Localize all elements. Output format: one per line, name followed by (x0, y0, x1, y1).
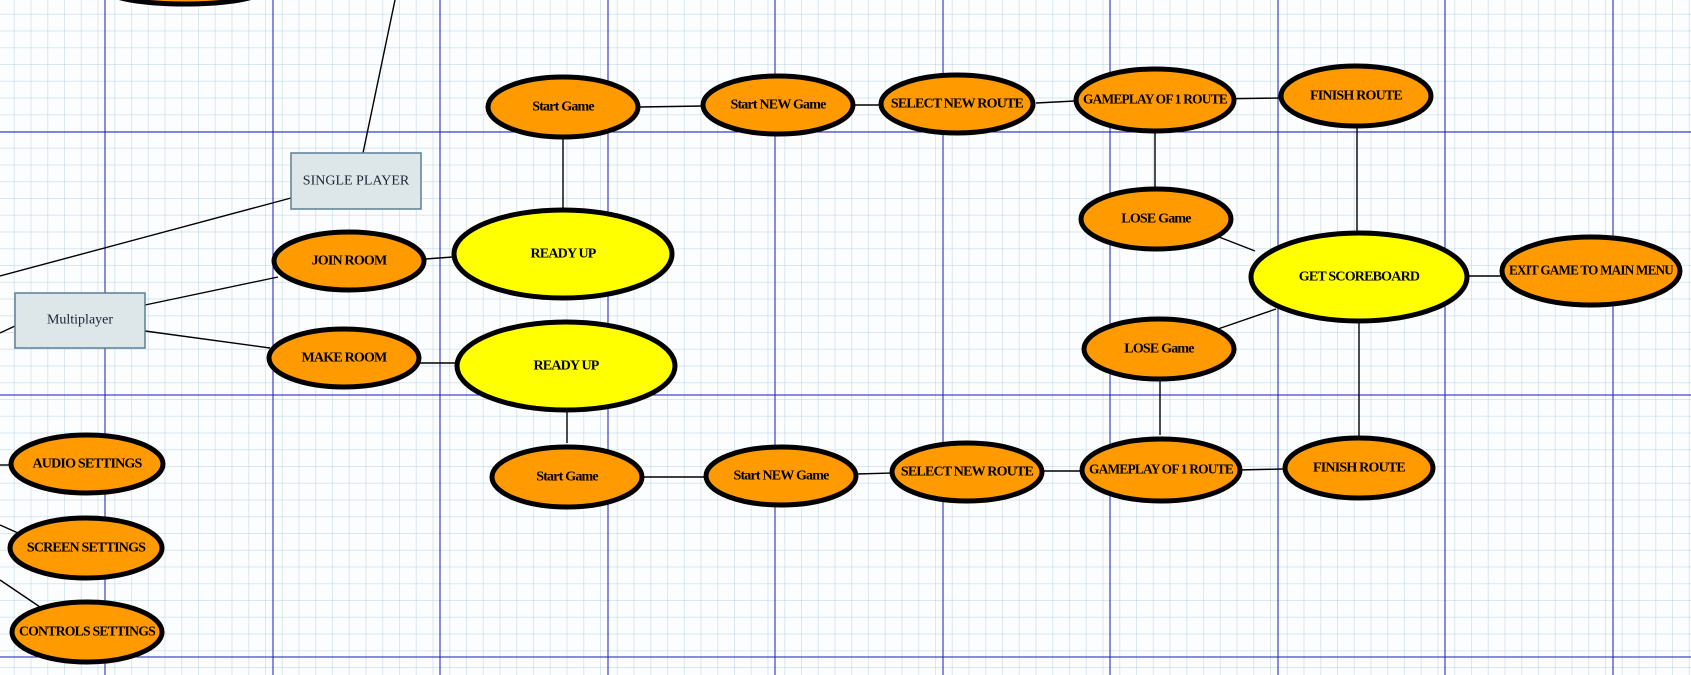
audio-settings-label: AUDIO SETTINGS (32, 457, 142, 472)
start-new-game-top-shape (700, 73, 856, 137)
select-route-top-label: SELECT NEW ROUTE (891, 97, 1024, 112)
start-new-game-bottom-node[interactable]: Start NEW Game (703, 444, 859, 508)
exit-game-label: EXIT GAME TO MAIN MENU (1509, 264, 1674, 279)
gameplay-top-node[interactable]: GAMEPLAY OF 1 ROUTE (1073, 66, 1237, 134)
select-route-bottom-node[interactable]: SELECT NEW ROUTE (889, 440, 1045, 504)
multiplayer-rect (14, 292, 146, 349)
connector-offscreen-multi (0, 325, 16, 334)
connector-multi-make (144, 330, 271, 349)
gameplay-bottom-shape (1079, 436, 1243, 504)
screen-settings-shape (7, 515, 165, 581)
make-room-node[interactable]: MAKE ROOM (266, 326, 422, 390)
audio-settings-node[interactable]: AUDIO SETTINGS (8, 432, 166, 496)
multiplayer-label: Multiplayer (47, 313, 113, 328)
start-game-top-node[interactable]: Start Game (485, 74, 641, 140)
screen-settings-label: SCREEN SETTINGS (27, 541, 146, 556)
start-game-bottom-shape (489, 444, 645, 510)
finish-route-top-node[interactable]: FINISH ROUTE (1278, 63, 1434, 129)
exit-game-node[interactable]: EXIT GAME TO MAIN MENU (1499, 234, 1683, 308)
offscreen-node[interactable] (107, 0, 263, 7)
join-room-node[interactable]: JOIN ROOM (271, 229, 427, 293)
finish-route-bottom-shape (1282, 435, 1436, 501)
ready-up-bottom-label: READY UP (533, 359, 599, 374)
finish-route-bottom-node[interactable]: FINISH ROUTE (1282, 435, 1436, 501)
start-new-game-top-label: Start NEW Game (730, 98, 826, 113)
controls-settings-label: CONTROLS SETTINGS (19, 625, 156, 640)
lose-game-bottom-node[interactable]: LOSE Game (1081, 316, 1237, 382)
start-game-bottom-label: Start Game (536, 470, 598, 485)
gameplay-top-shape (1073, 66, 1237, 134)
lose-game-top-node[interactable]: LOSE Game (1078, 186, 1234, 252)
scoreboard-node[interactable]: GET SCOREBOARD (1248, 230, 1470, 324)
connector-offscreen-single (362, 0, 396, 154)
scoreboard-label: GET SCOREBOARD (1299, 270, 1420, 285)
start-new-game-bottom-shape (703, 444, 859, 508)
join-room-shape (271, 229, 427, 293)
connector-offscreen-single-left (0, 197, 292, 277)
start-new-game-bottom-label: Start NEW Game (733, 469, 829, 484)
ready-up-top-node[interactable]: READY UP (451, 207, 675, 301)
ready-up-top-label: READY UP (530, 247, 596, 262)
make-room-shape (266, 326, 422, 390)
lose-game-top-shape (1078, 186, 1234, 252)
connector-lose-score-top (1218, 236, 1256, 252)
select-route-top-shape (878, 72, 1036, 136)
gameplay-bottom-node[interactable]: GAMEPLAY OF 1 ROUTE (1079, 436, 1243, 504)
connector-gameplay-finish-bottom (1236, 468, 1284, 471)
single-player-box[interactable]: SINGLE PLAYER (290, 152, 422, 210)
single-player-label: SINGLE PLAYER (303, 174, 410, 189)
lose-game-bottom-shape (1081, 316, 1237, 382)
start-game-top-label: Start Game (532, 100, 594, 115)
connector-start-new-top (638, 105, 704, 108)
select-route-bottom-label: SELECT NEW ROUTE (901, 465, 1034, 480)
audio-settings-shape (8, 432, 166, 496)
connector-new-select-bottom (856, 472, 893, 475)
select-route-top-node[interactable]: SELECT NEW ROUTE (878, 72, 1036, 136)
start-game-top-shape (485, 74, 641, 140)
connector-select-gameplay-top (1035, 100, 1076, 104)
ready-up-bottom-shape (454, 319, 678, 413)
lose-game-top-label: LOSE Game (1121, 212, 1191, 227)
connector-multi-join (144, 276, 279, 306)
multiplayer-box[interactable]: Multiplayer (14, 292, 146, 349)
start-new-game-top-node[interactable]: Start NEW Game (700, 73, 856, 137)
controls-settings-node[interactable]: CONTROLS SETTINGS (9, 599, 165, 665)
gameplay-top-label: GAMEPLAY OF 1 ROUTE (1083, 93, 1227, 108)
single-player-rect (290, 152, 422, 210)
make-room-label: MAKE ROOM (302, 351, 388, 366)
select-route-bottom-shape (889, 440, 1045, 504)
scoreboard-shape (1248, 230, 1470, 324)
connector-settings-left-2 (0, 524, 19, 534)
connector-settings-left-3 (0, 579, 41, 608)
start-game-bottom-node[interactable]: Start Game (489, 444, 645, 510)
ready-up-top-shape (451, 207, 675, 301)
gameplay-bottom-label: GAMEPLAY OF 1 ROUTE (1089, 463, 1233, 478)
connector-lose-score-bottom (1214, 308, 1277, 331)
ready-up-bottom-node[interactable]: READY UP (454, 319, 678, 413)
connectors (0, 0, 1502, 608)
controls-settings-shape (9, 599, 165, 665)
screen-settings-node[interactable]: SCREEN SETTINGS (7, 515, 165, 581)
join-room-label: JOIN ROOM (312, 254, 387, 269)
exit-game-shape (1499, 234, 1683, 308)
connector-join-ready (424, 256, 454, 260)
lose-game-bottom-label: LOSE Game (1124, 342, 1194, 357)
finish-route-bottom-label: FINISH ROUTE (1313, 461, 1405, 476)
finish-route-top-shape (1278, 63, 1434, 129)
finish-route-top-label: FINISH ROUTE (1310, 89, 1402, 104)
